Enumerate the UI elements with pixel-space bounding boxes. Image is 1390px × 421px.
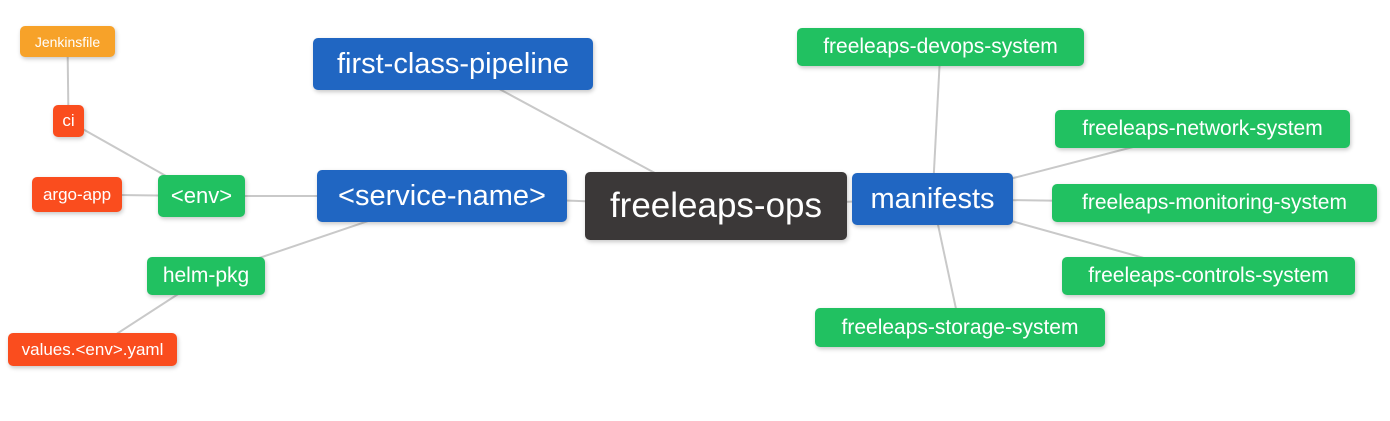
node-helm-pkg[interactable]: helm-pkg (147, 257, 265, 295)
node-manifests[interactable]: manifests (852, 173, 1013, 225)
node-freeleaps-monitoring-system[interactable]: freeleaps-monitoring-system (1052, 184, 1377, 222)
node-argo-app[interactable]: argo-app (32, 177, 122, 212)
node-service-name[interactable]: <service-name> (317, 170, 567, 222)
node-env[interactable]: <env> (158, 175, 245, 217)
node-freeleaps-devops-system[interactable]: freeleaps-devops-system (797, 28, 1084, 66)
node-freeleaps-controls-system[interactable]: freeleaps-controls-system (1062, 257, 1355, 295)
node-freeleaps-ops-root[interactable]: freeleaps-ops (585, 172, 847, 240)
node-first-class-pipeline[interactable]: first-class-pipeline (313, 38, 593, 90)
node-freeleaps-storage-system[interactable]: freeleaps-storage-system (815, 308, 1105, 347)
node-jenkinsfile[interactable]: Jenkinsfile (20, 26, 115, 57)
node-ci[interactable]: ci (53, 105, 84, 137)
node-values-env-yaml[interactable]: values.<env>.yaml (8, 333, 177, 366)
node-freeleaps-network-system[interactable]: freeleaps-network-system (1055, 110, 1350, 148)
